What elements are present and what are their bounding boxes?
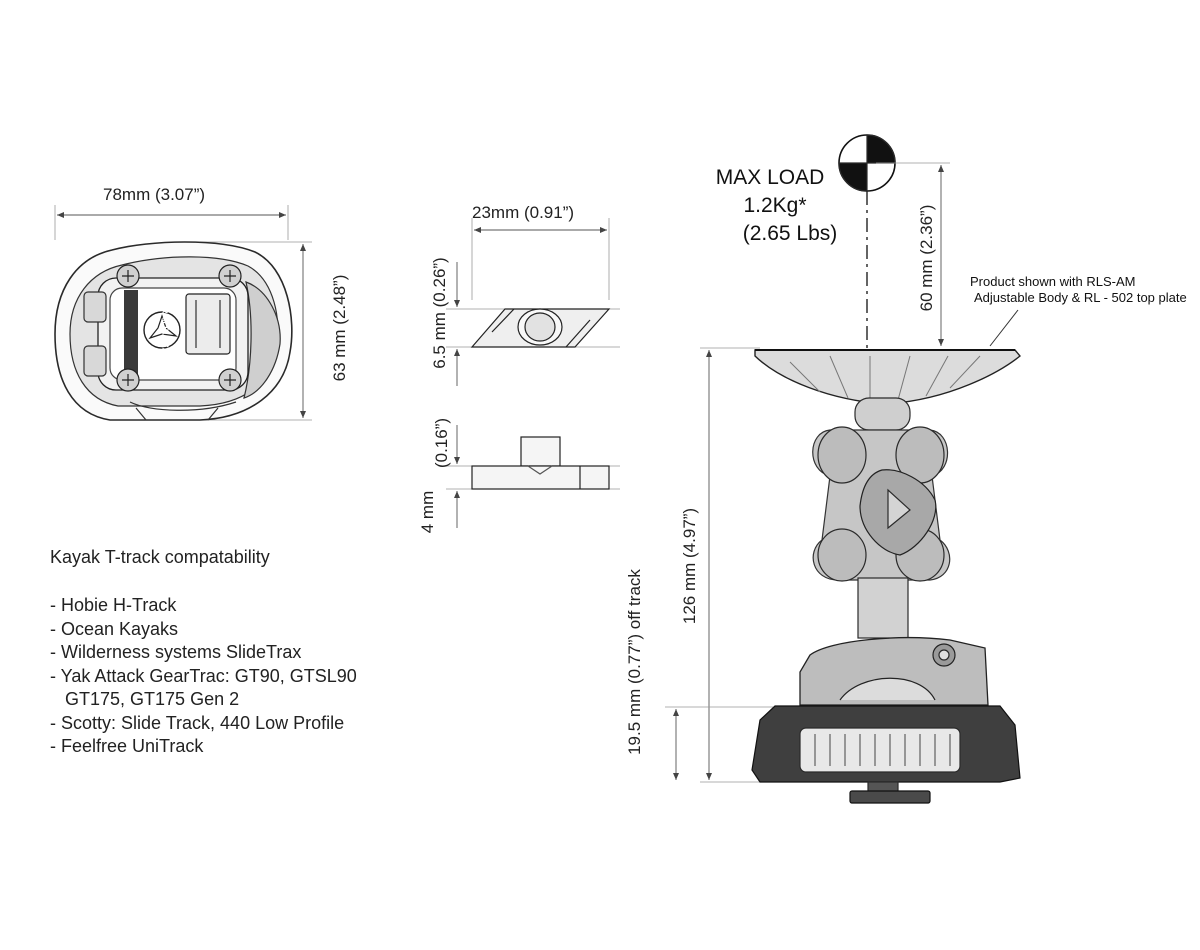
list-item: - Feelfree UniTrack (50, 736, 204, 756)
compatibility-heading: Kayak T-track compatability (50, 547, 270, 567)
track-top-offset-label: 6.5 mm (0.26”) (430, 257, 449, 369)
width-dimension-label: 78mm (3.07”) (103, 185, 206, 204)
max-load-title: MAX LOAD (715, 166, 825, 189)
track-profile-drawing (446, 218, 620, 386)
list-item: GT175, GT175 Gen 2 (50, 689, 240, 709)
tnut-profile-drawing (446, 425, 620, 528)
max-load-lbs: (2.65 Lbs) (742, 222, 838, 245)
tnut-height-label: (0.16”) (432, 417, 451, 469)
product-note-line1: Product shown with RLS-AM (970, 274, 1136, 289)
side-view-drawing (665, 134, 1021, 804)
track-width-label: 23mm (0.91”) (472, 203, 575, 222)
center-of-mass-icon (838, 134, 896, 192)
brand-logo-text: RAILBLAZA (160, 307, 170, 354)
list-item: - Scotty: Slide Track, 440 Low Profile (50, 712, 345, 733)
tnut-base-label: 4 mm (418, 490, 437, 534)
list-item: - Hobie H-Track (50, 595, 177, 615)
total-height-label: 126 mm (4.97”) (680, 507, 699, 625)
list-item: - Yak Attack GearTrac: GT90, GTSL90 (50, 665, 357, 686)
off-track-height-label: 19.5 mm (0.77”) off track (625, 569, 644, 755)
list-item: - Ocean Kayaks (50, 618, 179, 639)
lever-arm-label: 60 mm (2.36”) (917, 204, 936, 312)
list-item: - Wilderness systems SlideTrax (50, 642, 302, 662)
max-load-kg: 1.2Kg* (743, 194, 807, 217)
top-view-drawing (54, 205, 312, 421)
product-note-line2: Adjustable Body & RL - 502 top plate (974, 290, 1187, 305)
height-dimension-label: 63 mm (2.48”) (330, 274, 349, 382)
compatibility-list: - Hobie H-Track - Ocean Kayaks - Wildern… (50, 594, 357, 759)
